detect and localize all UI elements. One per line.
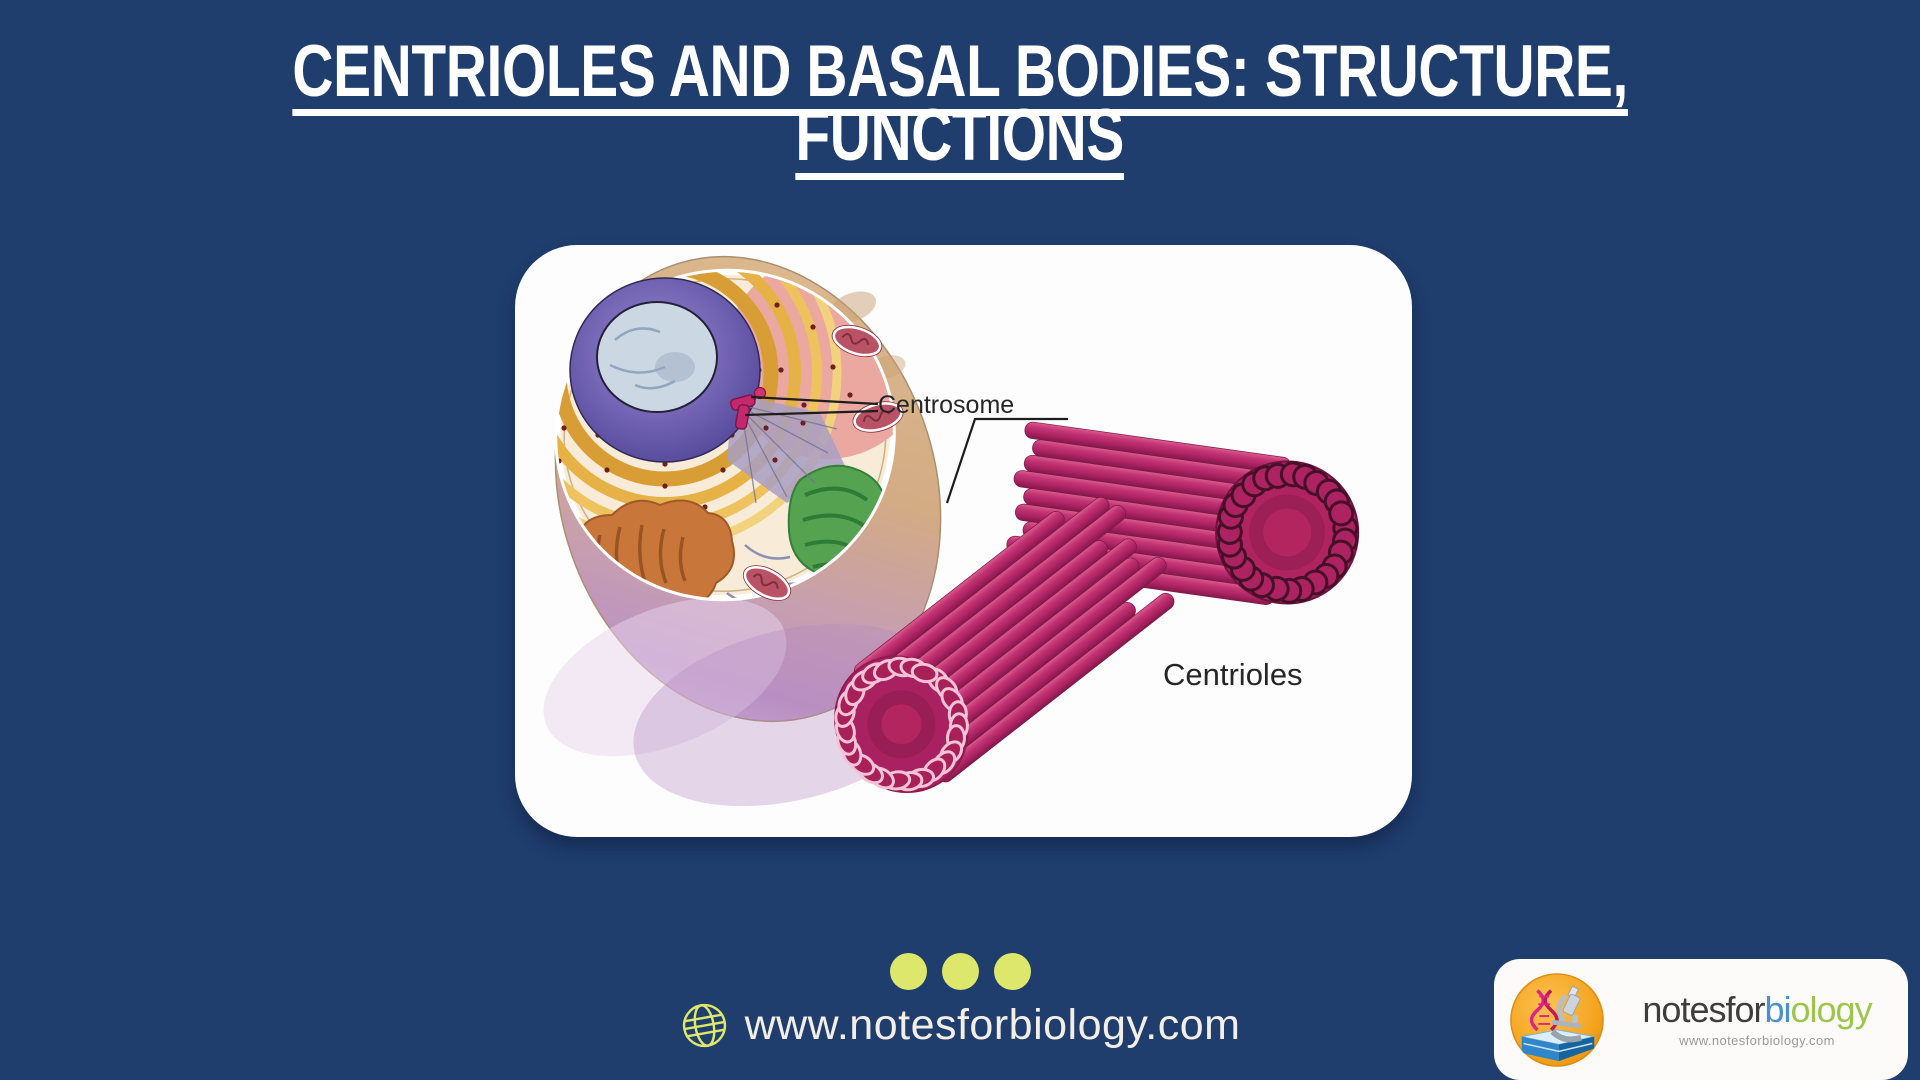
title-line-2: FUNCTIONS <box>0 95 1920 176</box>
microscope-icon <box>1550 985 1583 1042</box>
dot <box>889 953 927 990</box>
website-row: www.notesforbiology.com <box>0 1001 1920 1050</box>
brand-part-notesfor: notesfor <box>1642 988 1765 1030</box>
leader-lines <box>744 395 1068 504</box>
centriole-bundle-top <box>1006 421 1362 605</box>
page-title: CENTRIOLES AND BASAL BODIES: STRUCTURE, … <box>0 31 1920 176</box>
brand-column: notesforbiology www.notesforbiology.com <box>1618 988 1896 1048</box>
brand-text: notesforbiology <box>1642 988 1873 1030</box>
brand-part-ology: ology <box>1790 988 1873 1030</box>
dot <box>941 953 979 990</box>
nucleolus <box>596 301 718 413</box>
centriole-end-face-bottom <box>829 652 971 795</box>
logo-website: www.notesforbiology.com <box>1679 1032 1835 1048</box>
slide-progress-dots <box>0 953 1920 990</box>
logo-badge <box>1510 972 1604 1067</box>
brand-part-bi: bi <box>1764 988 1791 1030</box>
centriole-diagram: Centrosome Centrioles <box>526 245 1362 807</box>
title-line-2-text: FUNCTIONS <box>795 95 1125 176</box>
globe-icon <box>682 1003 726 1048</box>
footer-website: www.notesforbiology.com <box>744 1001 1241 1049</box>
animal-cell-illustration <box>526 245 947 807</box>
centriole-end-face-top <box>1212 456 1362 605</box>
cell-centriole-pair <box>730 386 767 430</box>
title-line-1: CENTRIOLES AND BASAL BODIES: STRUCTURE, <box>0 31 1920 112</box>
logo-card: notesforbiology www.notesforbiology.com <box>1494 959 1908 1080</box>
figure-card: Centrosome Centrioles <box>515 245 1412 837</box>
title-line-1-text: CENTRIOLES AND BASAL BODIES: STRUCTURE, <box>292 31 1628 112</box>
centrosome-label: Centrosome <box>878 391 1014 419</box>
centriole-bundle-bottom <box>829 496 1175 795</box>
microtubule-rays <box>742 406 838 504</box>
centrioles-label: Centrioles <box>1163 657 1303 692</box>
dot <box>993 953 1031 990</box>
